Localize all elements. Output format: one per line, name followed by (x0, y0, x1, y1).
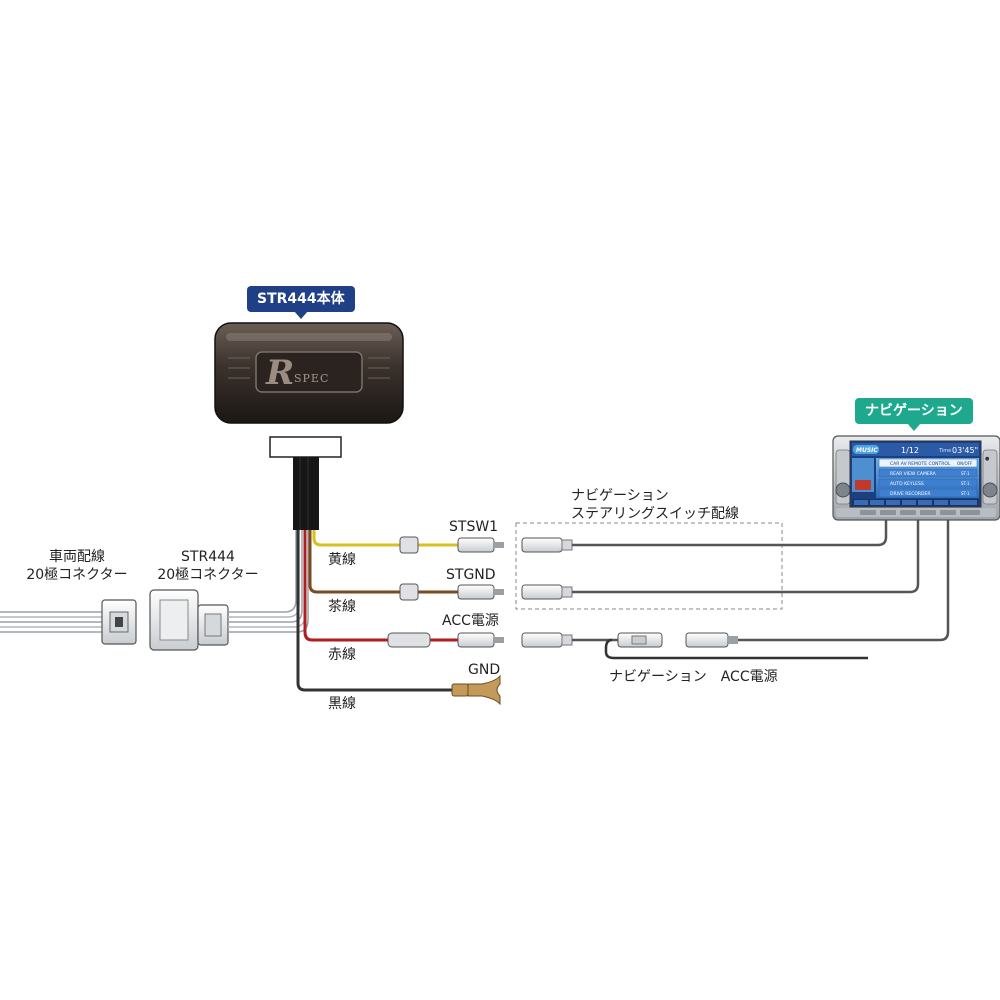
vehicle-connector-label: 車両配線 20極コネクター (18, 548, 136, 584)
gnd-label: GND (468, 662, 501, 678)
vehicle-20pin-connector (101, 599, 137, 645)
navi-harness-label: ナビゲーション ステアリングスイッチ配線 (571, 487, 739, 523)
black-wire-label: 黒線 (328, 696, 356, 712)
yellow-wire-label: 黄線 (328, 552, 356, 568)
str444-20pin-connector (149, 589, 229, 651)
navi-acc-splice-connector (617, 632, 663, 648)
navi-harness-label-line2: ステアリングスイッチ配線 (571, 506, 739, 522)
navi-head-unit: ● MUSIC 1/12 Time 03'45" CAR AV REMOTE C… (832, 435, 1000, 521)
navi-track-number: 1/12 (901, 446, 919, 455)
str444-unit: R SPEC (214, 322, 404, 424)
navi-stgnd-female-connector (521, 584, 573, 600)
unit-harness-connector (269, 436, 342, 530)
navi-menu-list: CAR AV REMOTE CONTROL ON/OFF REAR VIEW C… (878, 458, 978, 498)
stsw1-terminal (457, 537, 504, 553)
navi-acc-male-connector (685, 632, 738, 648)
navi-track-time: 03'45" (952, 446, 978, 455)
navi-acc-female-connector (521, 632, 573, 648)
navi-acc-label: ナビゲーション ACC電源 (609, 669, 778, 685)
brown-wire (308, 530, 460, 594)
stsw1-label: STSW1 (449, 519, 499, 535)
navi-menu-value-1: ON/OFF (957, 461, 973, 466)
navi-harness-box (515, 522, 783, 610)
str444-connector-label-line2: 20極コネクター (157, 567, 259, 583)
str444-unit-tag: STR444本体 (247, 286, 355, 319)
acc-power-label: ACC電源 (442, 613, 499, 629)
red-wire-label: 赤線 (328, 647, 356, 663)
red-wire (303, 530, 460, 642)
navi-menu-item-2: REAR VIEW CAMERA (890, 471, 937, 477)
navi-stsw-wire (572, 520, 888, 547)
vehicle-connector-label-line1: 車両配線 (49, 549, 105, 565)
navi-stgnd-wire (572, 520, 920, 594)
acc-terminal (457, 632, 504, 648)
navi-stsw-female-connector (521, 537, 573, 553)
navi-acc-wire (738, 520, 950, 642)
vehicle-connector-label-line2: 20極コネクター (26, 567, 128, 583)
black-wire (296, 530, 455, 692)
navi-harness-label-line1: ナビゲーション (571, 488, 669, 504)
brown-wire-sleeve (399, 583, 419, 601)
navi-menu-item-3: AUTO KEYLESS (890, 481, 924, 487)
yellow-wire (312, 530, 460, 547)
navi-menu-item-1: CAR AV REMOTE CONTROL (890, 461, 951, 467)
brown-wire-label: 茶線 (328, 599, 356, 615)
vehicle-cable (0, 611, 104, 633)
stgnd-label: STGND (446, 567, 496, 583)
navi-menu-value-2: ST-1 (961, 471, 970, 476)
navi-tag: ナビゲーション (855, 398, 973, 431)
stgnd-terminal (457, 584, 504, 600)
str444-connector-label: STR444 20極コネクター (146, 548, 270, 584)
acc-fuse-holder (387, 632, 431, 648)
unit-logo-text: SPEC (294, 372, 329, 385)
navi-menu-item-4: DRIVE RECORDER (890, 491, 931, 497)
navi-time-label: Time (938, 448, 951, 454)
vehicle-acc-wire (604, 638, 868, 660)
navi-music-badge: MUSIC (856, 447, 878, 454)
gnd-ring-terminal (451, 674, 501, 706)
svg-text:●: ● (985, 456, 990, 462)
yellow-wire-sleeve (399, 536, 419, 554)
navi-menu-value-3: ST-1 (961, 481, 970, 486)
unit-logo-letter: R (265, 353, 294, 393)
str444-connector-label-line1: STR444 (181, 549, 235, 565)
navi-menu-value-4: ST-1 (961, 491, 970, 496)
